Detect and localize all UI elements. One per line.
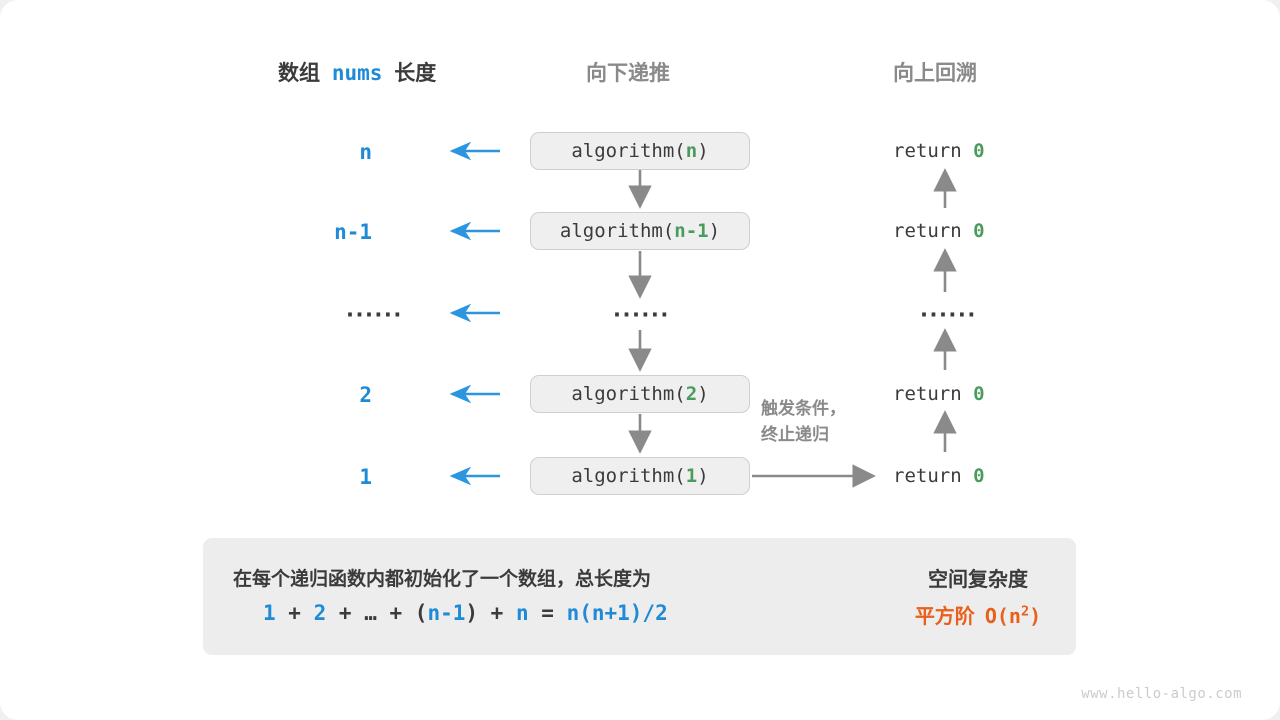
watermark: www.hello-algo.com [1081,686,1242,702]
base-case-note-line1: 触发条件， [761,399,846,418]
call-box-suffix-0: ) [697,140,709,162]
formula-token-4: … [364,601,377,625]
return-row-3: return 0 [893,383,985,405]
size-label-row-1: n-1 [334,220,372,244]
call-box-suffix-4: ) [697,465,709,487]
formula-token-3: + [326,601,365,625]
summary-formula: 1 + 2 + … + (n-1) + n = n(n+1)/2 [263,601,668,625]
formula-token-9: + [478,601,516,625]
summary-complexity-tail: ) [1029,604,1042,628]
return-keyword-1: return [893,220,974,242]
ellipsis-size-row: ······ [346,303,403,327]
return-value-1: 0 [973,220,985,242]
summary-complexity-bigo: O(n [984,604,1021,628]
call-box-suffix-3: ) [697,383,709,405]
formula-token-12: n(n+1)/2 [566,601,668,625]
call-box-arg-1: n-1 [674,220,709,242]
summary-description: 在每个递归函数内都初始化了一个数组，总长度为 [233,569,652,590]
formula-token-11: = [528,601,567,625]
header-array-length: 数组 nums 长度 [278,57,436,87]
formula-token-0: 1 [263,601,276,625]
call-box-prefix-1: algorithm( [559,220,675,242]
summary-complexity-value: 平方阶 O(n2) [883,600,1073,629]
call-box-prefix-3: algorithm( [571,383,686,405]
call-box-row-3[interactable]: algorithm(2) [530,375,750,413]
return-value-0: 0 [973,140,985,162]
call-box-arg-4: 1 [685,465,698,487]
summary-complexity-title: 空间复杂度 [928,569,1028,591]
call-box-row-0[interactable]: algorithm(n) [530,132,750,170]
header-backtrack: 向上回溯 [893,62,977,85]
call-box-arg-0: n [685,140,698,162]
formula-token-6: ( [414,601,428,625]
return-keyword-0: return [893,140,974,162]
size-label-row-3: 2 [359,383,372,407]
base-case-note: 触发条件， 终止递归 [761,396,846,447]
formula-token-8: ) [465,601,479,625]
return-value-3: 0 [973,383,985,405]
call-box-arg-3: 2 [685,383,698,405]
size-label-row-0: n [359,140,372,164]
header-array-nums: nums [331,61,383,85]
summary-complexity-cn: 平方阶 [914,606,975,628]
formula-token-2: 2 [313,601,327,625]
base-case-note-line2: 终止递归 [761,424,829,444]
ellipsis-return-row: ······ [920,303,977,327]
formula-token-5: + [376,601,415,625]
header-array-suffix: 长度 [394,62,437,85]
summary-complexity-exp: 2 [1020,603,1030,620]
formula-token-10: n [515,601,529,625]
call-box-row-4[interactable]: algorithm(1) [530,457,750,495]
return-keyword-3: return [893,383,974,405]
return-row-1: return 0 [893,220,985,242]
return-keyword-4: return [893,465,974,487]
size-link-arrows [449,141,500,486]
call-box-prefix-4: algorithm( [571,465,686,487]
call-box-prefix-0: algorithm( [571,140,686,162]
size-label-row-4: 1 [359,465,372,489]
formula-token-7: n-1 [427,601,466,625]
return-value-4: 0 [973,465,985,487]
summary-panel: 在每个递归函数内都初始化了一个数组，总长度为 1 + 2 + … + (n-1)… [203,538,1076,655]
header-descend: 向下递推 [586,62,670,85]
formula-token-1: + [275,601,314,625]
return-row-0: return 0 [893,140,985,162]
call-box-row-1[interactable]: algorithm(n-1) [530,212,750,250]
call-box-suffix-1: ) [708,220,721,242]
header-array-prefix: 数组 [278,62,320,85]
ellipsis-call-row: ······ [613,303,670,327]
return-row-4: return 0 [893,465,985,487]
